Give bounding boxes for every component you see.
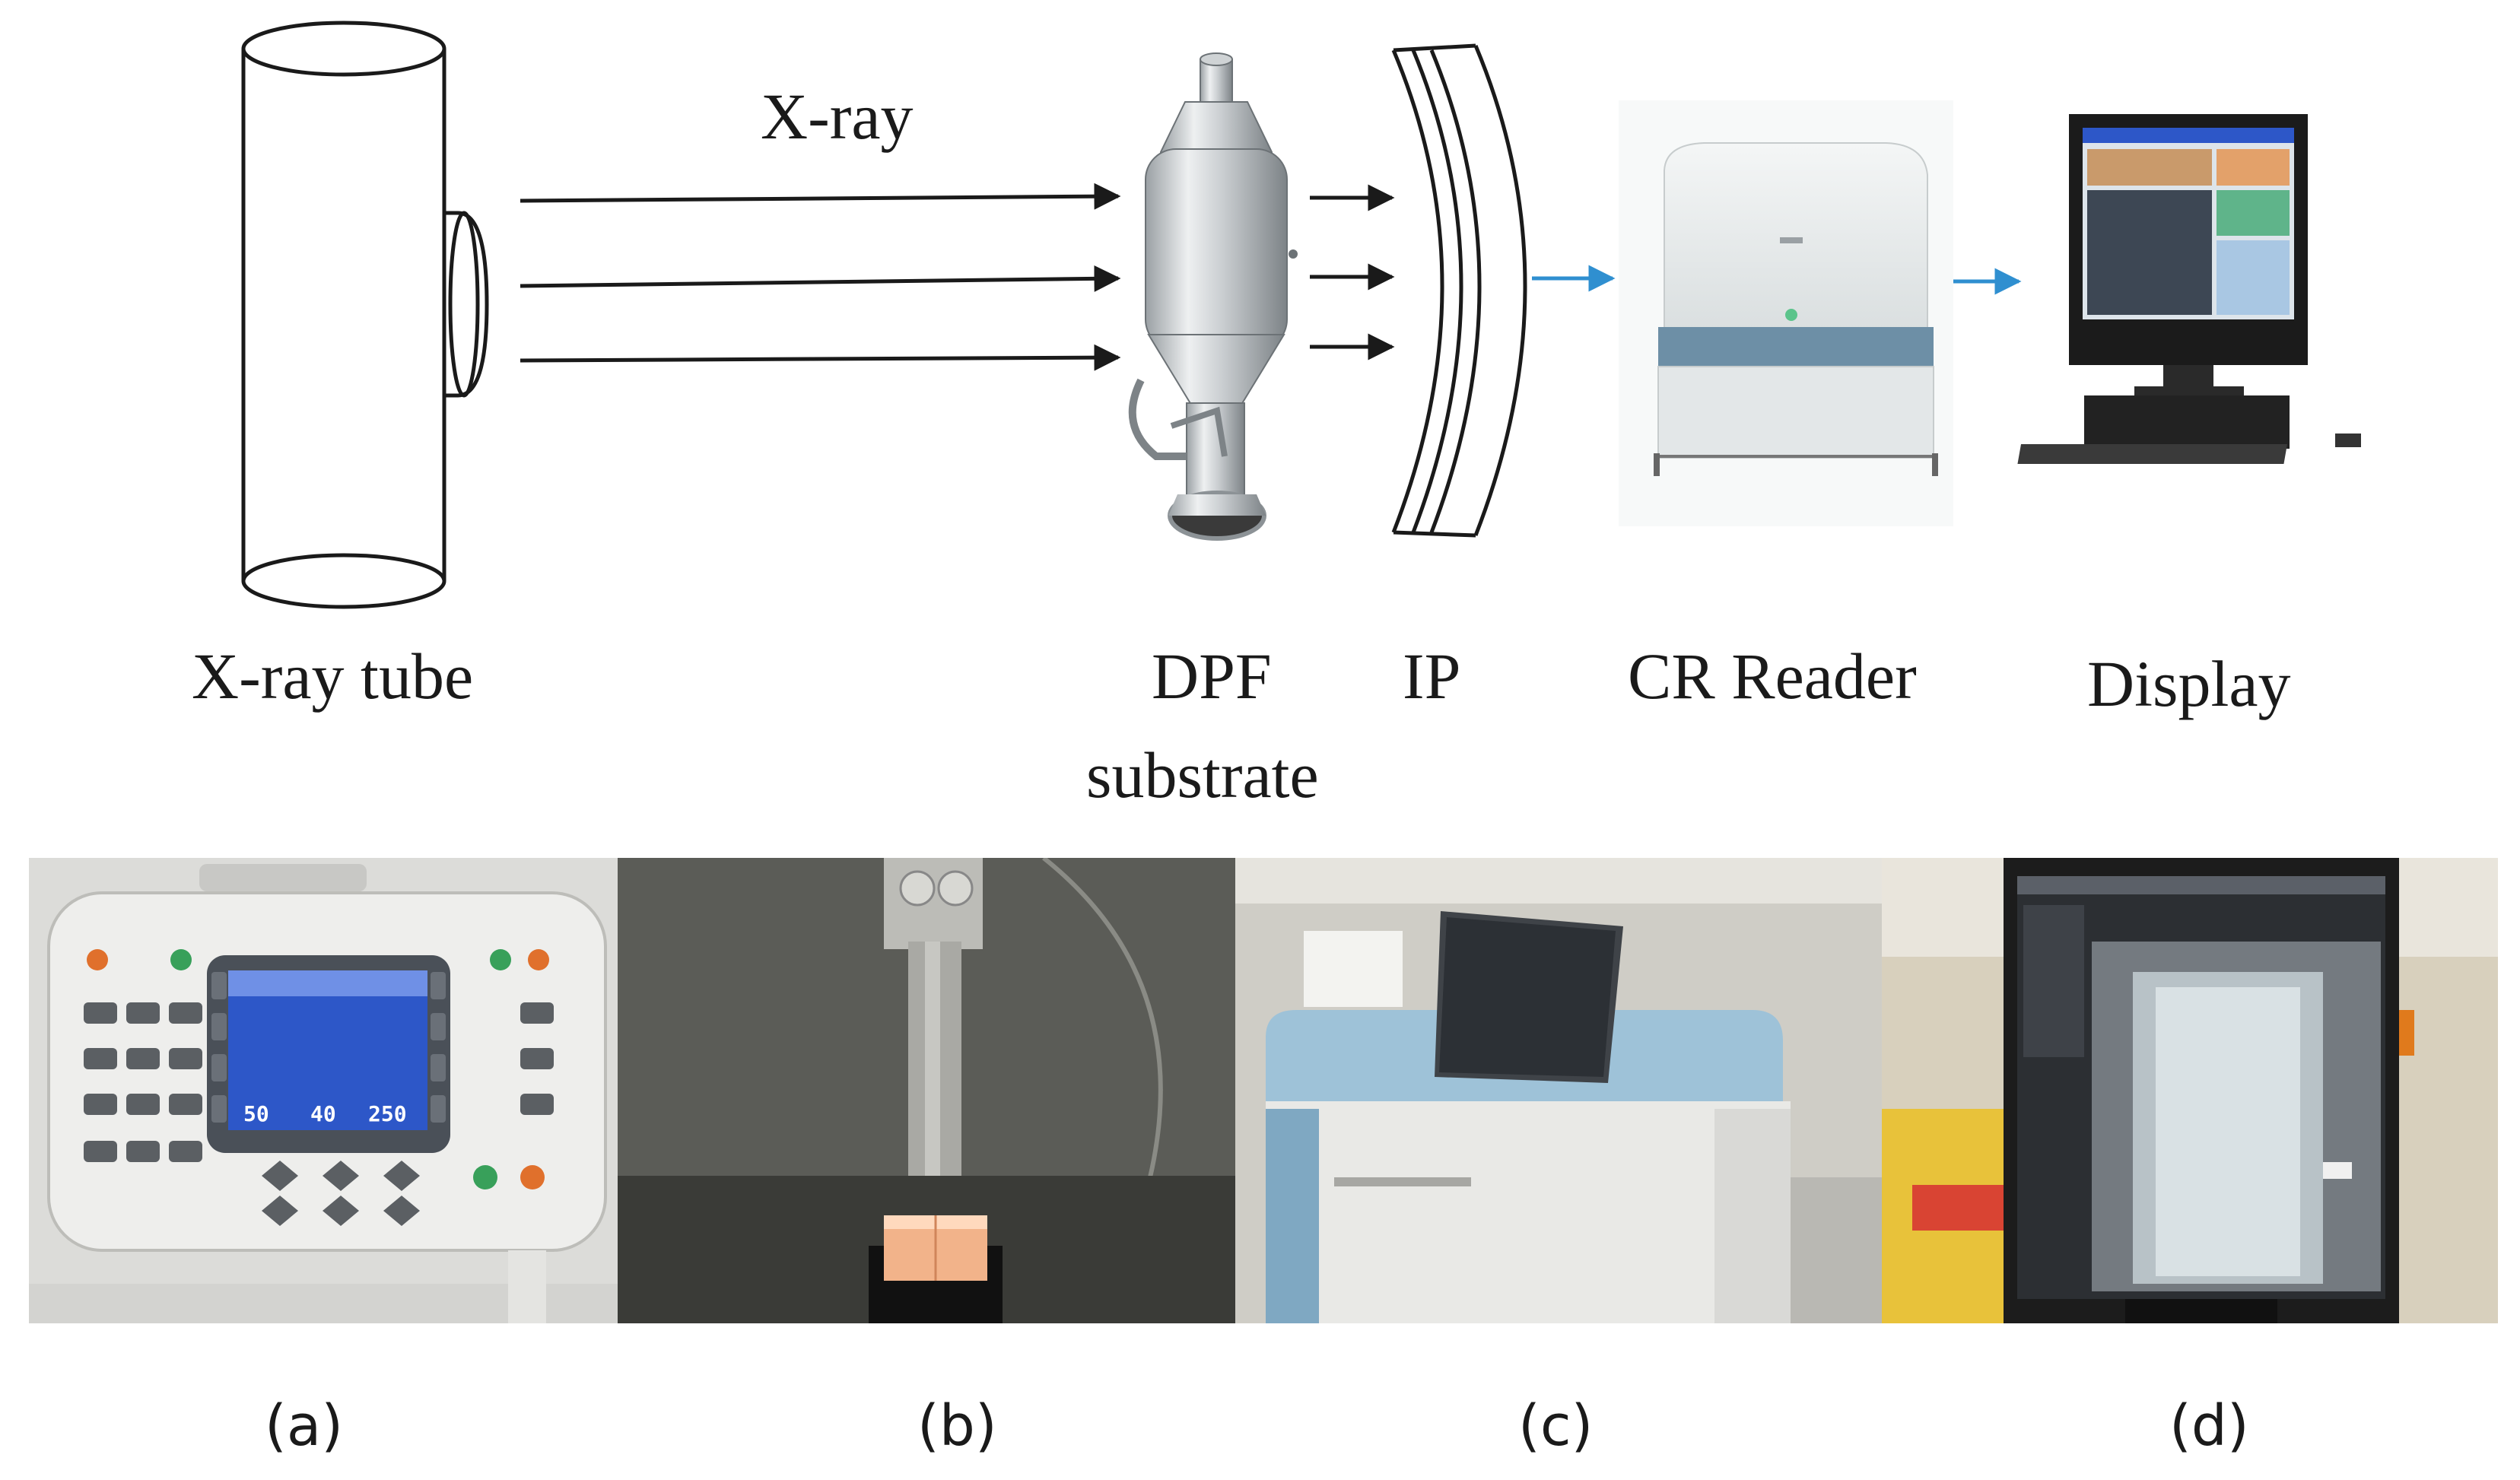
caption-c: (c)	[1518, 1393, 1594, 1459]
display-label: Display	[2087, 647, 2291, 720]
readout-mas: 40	[310, 1101, 336, 1126]
photo-cr-reader	[1235, 858, 1882, 1323]
xray-tube-label: X-ray tube	[192, 640, 474, 713]
caption-b: (b)	[917, 1393, 997, 1459]
photo-sample-setup	[618, 858, 1235, 1323]
xray-beam-arrows	[520, 183, 1121, 371]
caption-a: (a)	[265, 1393, 344, 1459]
photo-display-monitor	[1882, 858, 2498, 1323]
dpf-label-line2: substrate	[1086, 738, 1319, 811]
readout-kv: 50	[243, 1101, 269, 1126]
transmitted-beam-arrows	[1310, 184, 1395, 360]
xray-tube-drawing	[241, 21, 489, 609]
dpf-label-line1: DPF	[1152, 640, 1272, 713]
cr-reader-drawing	[1619, 100, 1953, 526]
display-drawing	[2017, 114, 2361, 464]
photo-control-panel: 50 40 250	[29, 858, 619, 1323]
ip-label: IP	[1403, 640, 1461, 713]
imaging-plate-drawing	[1391, 43, 1527, 538]
schematic-diagram	[241, 21, 2361, 609]
readout-ms: 250	[368, 1101, 407, 1126]
dpf-substrate-drawing	[1128, 52, 1298, 541]
caption-d: (d)	[2169, 1393, 2249, 1459]
cr-reader-label: CR Reader	[1628, 640, 1917, 713]
beam-label: X-ray	[761, 80, 914, 153]
